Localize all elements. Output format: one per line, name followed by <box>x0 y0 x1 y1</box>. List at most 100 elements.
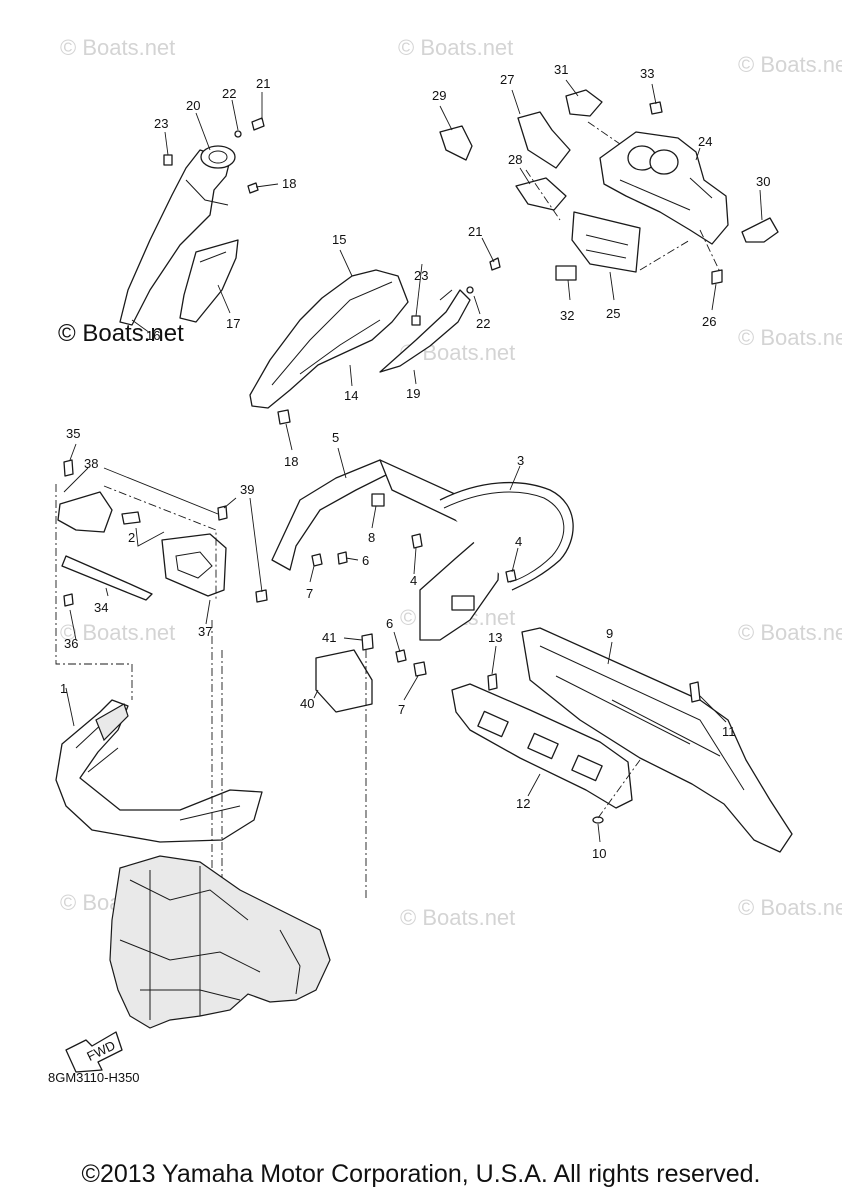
callout-18: 18 <box>282 176 296 191</box>
inner-panel-17 <box>179 239 239 323</box>
callout-1: 1 <box>60 681 67 696</box>
washer-22 <box>234 130 242 138</box>
copyright-notice: ©2013 Yamaha Motor Corporation, U.S.A. A… <box>81 1160 761 1188</box>
center-hood-group <box>249 237 501 451</box>
rivet-13 <box>487 673 498 691</box>
chassis <box>109 855 331 1029</box>
cover-28 <box>515 177 567 211</box>
cover-30 <box>741 217 779 243</box>
screw-18 <box>277 409 291 425</box>
screw-6 <box>395 649 407 663</box>
callout-4: 4 <box>410 573 417 588</box>
callout-4b: 4 <box>515 534 522 549</box>
brand-watermark: © Boats.net <box>58 320 184 347</box>
screw-21 <box>251 117 265 131</box>
watermark: © Boats.net <box>738 52 842 77</box>
callout-32: 32 <box>560 308 574 323</box>
callout-10: 10 <box>592 846 606 861</box>
bar-3 <box>439 482 574 591</box>
nut-10 <box>592 816 604 824</box>
callout-37: 37 <box>198 624 212 639</box>
callout-13: 13 <box>488 630 502 645</box>
callout-23b: 23 <box>414 268 428 283</box>
screw-33 <box>649 101 663 115</box>
callout-6: 6 <box>362 553 369 568</box>
watermark: © Boats.net <box>738 620 842 645</box>
screw-18 <box>247 182 259 194</box>
bracket-25 <box>571 211 641 273</box>
callout-22: 22 <box>222 86 236 101</box>
cover-31 <box>565 89 603 117</box>
callout-labels: 1 2 3 4 4 5 6 6 7 7 8 9 10 11 12 13 14 1… <box>60 62 770 861</box>
callout-23: 23 <box>154 116 168 131</box>
callout-35: 35 <box>66 426 80 441</box>
callout-29: 29 <box>432 88 446 103</box>
bolt-41 <box>361 633 374 651</box>
screw-6 <box>337 551 348 565</box>
callout-9: 9 <box>606 626 613 641</box>
callout-21: 21 <box>256 76 270 91</box>
seal-29 <box>439 125 473 161</box>
frame-5 <box>271 459 393 571</box>
callout-19: 19 <box>406 386 420 401</box>
callout-7b: 7 <box>398 702 405 717</box>
watermark: © Boats.net <box>60 620 175 645</box>
clip-7 <box>413 661 427 677</box>
diagram-code: 8GM3110-H350 <box>48 1070 140 1085</box>
callout-36: 36 <box>64 636 78 651</box>
screw-21 <box>489 257 501 271</box>
front-bumper-group <box>55 687 263 843</box>
stay-34 <box>61 555 153 601</box>
callout-2: 2 <box>128 530 135 545</box>
callout-33: 33 <box>640 66 654 81</box>
watermark: © Boats.net <box>60 35 175 60</box>
callout-24: 24 <box>698 134 712 149</box>
watermark: © Boats.net <box>400 905 515 930</box>
bracket-38 <box>57 491 113 533</box>
callout-20: 20 <box>186 98 200 113</box>
front-panel-5b <box>419 531 501 641</box>
callout-34: 34 <box>94 600 108 615</box>
callout-27: 27 <box>500 72 514 87</box>
screw-26 <box>711 269 723 285</box>
bolt-39 <box>255 589 268 603</box>
clip-23 <box>163 154 173 166</box>
bolt-35 <box>63 459 74 477</box>
bracket-left-group <box>55 443 268 700</box>
callout-3: 3 <box>517 453 524 468</box>
fwd-arrow-icon: FWD <box>65 1031 123 1073</box>
clip-23 <box>411 315 421 326</box>
side-panel-16 <box>119 149 231 326</box>
watermark: © Boats.net <box>398 35 513 60</box>
callout-38: 38 <box>84 456 98 471</box>
callout-31: 31 <box>554 62 568 77</box>
clip-7 <box>311 553 323 567</box>
callout-17: 17 <box>226 316 240 331</box>
background-watermarks: © Boats.net © Boats.net © Boats.net © Bo… <box>60 35 842 930</box>
callout-39: 39 <box>240 482 254 497</box>
side-panel-left-group <box>119 92 279 334</box>
callout-11: 11 <box>722 724 736 739</box>
cover-40 <box>315 649 373 713</box>
cover-27 <box>517 111 571 169</box>
callout-7: 7 <box>306 586 313 601</box>
front-bumper-1 <box>55 699 263 843</box>
screw-4 <box>505 569 517 583</box>
side-cover-19 <box>379 289 471 373</box>
bracket-37 <box>161 533 227 597</box>
callout-15: 15 <box>332 232 346 247</box>
callout-28: 28 <box>508 152 522 167</box>
watermark: © Boats.net <box>738 325 842 350</box>
clip-8 <box>371 493 385 507</box>
callout-22b: 22 <box>476 316 490 331</box>
callout-18b: 18 <box>284 454 298 469</box>
callout-12: 12 <box>516 796 530 811</box>
callout-25: 25 <box>606 306 620 321</box>
meter-housing-group <box>439 79 779 311</box>
grille-9 <box>521 627 793 853</box>
callout-5: 5 <box>332 430 339 445</box>
frame-group <box>271 447 574 701</box>
callout-41: 41 <box>322 630 336 645</box>
grille-group <box>451 627 793 853</box>
